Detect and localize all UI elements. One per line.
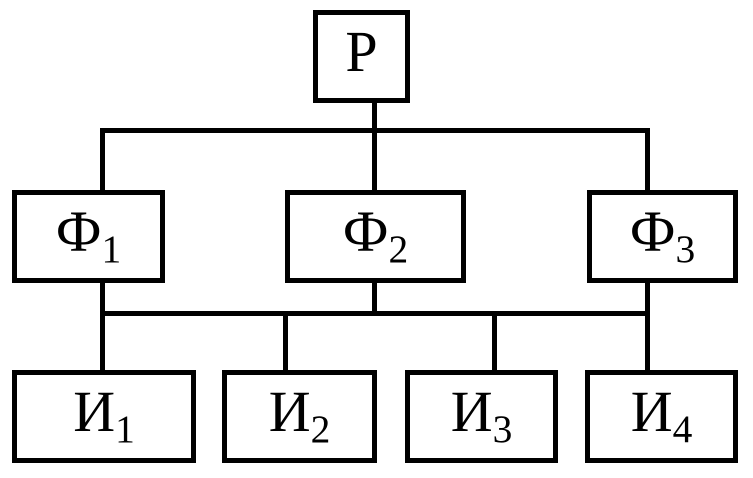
node-f1-label: Ф1 — [56, 203, 122, 269]
node-f3: Ф3 — [587, 190, 738, 283]
connector-bus2-to-i2 — [283, 313, 288, 374]
node-i1-subscript: 1 — [115, 407, 135, 452]
node-f2-subscript: 2 — [388, 227, 409, 272]
node-i1-base: И — [73, 379, 116, 445]
connector-f1-to-i1 — [100, 281, 105, 374]
node-i3: И3 — [405, 370, 558, 463]
node-i4-subscript: 4 — [672, 407, 693, 452]
node-i2-label: И2 — [269, 383, 331, 449]
node-i3-subscript: 3 — [492, 407, 513, 452]
node-f2-label: Ф2 — [343, 203, 409, 269]
node-f1-base: Ф — [55, 199, 102, 265]
connector-bus2-to-i3 — [492, 313, 497, 374]
node-i4-label: И4 — [631, 383, 693, 449]
node-f1-subscript: 1 — [101, 227, 122, 272]
node-root: Р — [313, 10, 410, 103]
node-i4-base: И — [630, 379, 673, 445]
node-i4: И4 — [585, 370, 738, 463]
node-f2-base: Ф — [342, 199, 389, 265]
node-i2: И2 — [222, 370, 377, 463]
connector-f2-to-bus2 — [372, 281, 377, 315]
node-i1-label: И1 — [73, 383, 135, 449]
connector-bus1-to-f1 — [100, 128, 105, 194]
node-root-base: Р — [345, 19, 378, 85]
node-i1: И1 — [12, 370, 196, 463]
node-i3-base: И — [450, 379, 493, 445]
node-f3-base: Ф — [629, 199, 676, 265]
node-i2-base: И — [268, 379, 311, 445]
node-f2: Ф2 — [285, 190, 466, 283]
connector-root-to-bus1 — [372, 101, 377, 193]
node-f3-subscript: 3 — [675, 227, 696, 272]
node-i2-subscript: 2 — [310, 407, 331, 452]
node-f1: Ф1 — [12, 190, 165, 283]
node-root-label: Р — [345, 23, 377, 89]
node-f3-label: Ф3 — [630, 203, 696, 269]
node-i3-label: И3 — [451, 383, 513, 449]
connector-f3-to-i4 — [645, 281, 650, 374]
connector-bus1-to-f3 — [645, 128, 650, 194]
